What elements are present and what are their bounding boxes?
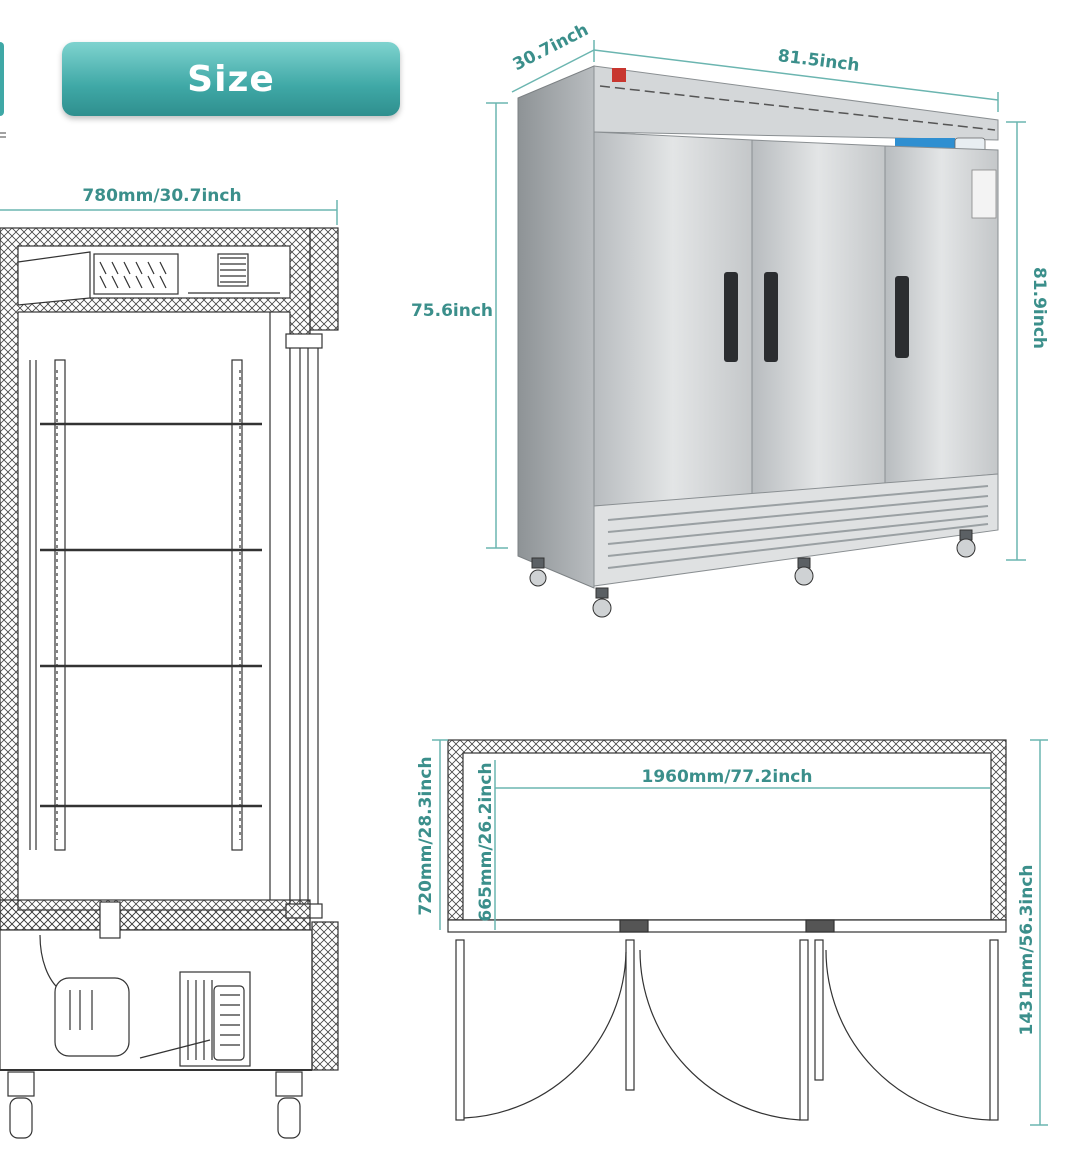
product-dimension-lines [486, 40, 1026, 561]
product-depth-label: 30.7inch [510, 20, 592, 75]
side-width-label: 780mm/30.7inch [82, 186, 241, 206]
product-total-height-label: 81.9inch [1029, 267, 1049, 349]
top-open-depth-label: 1431mm/56.3inch [1017, 864, 1037, 1035]
top-inner-width-label: 1960mm/77.2inch [641, 767, 812, 787]
top-view-dimension-lines [432, 739, 1048, 1126]
product-body-height-label: 75.6inch [411, 301, 493, 321]
size-title-badge: Size [62, 42, 400, 116]
refrigerator-3d [517, 65, 999, 618]
top-view-drawing [447, 739, 1007, 1121]
size-title: Size [187, 58, 275, 100]
top-inner-depth-label: 665mm/26.2inch [476, 762, 496, 921]
top-outer-depth-label: 720mm/28.3inch [416, 756, 436, 915]
product-width-label: 81.5inch [777, 46, 861, 76]
left-edge-fragment [0, 42, 6, 138]
side-section-drawing [0, 200, 339, 1139]
